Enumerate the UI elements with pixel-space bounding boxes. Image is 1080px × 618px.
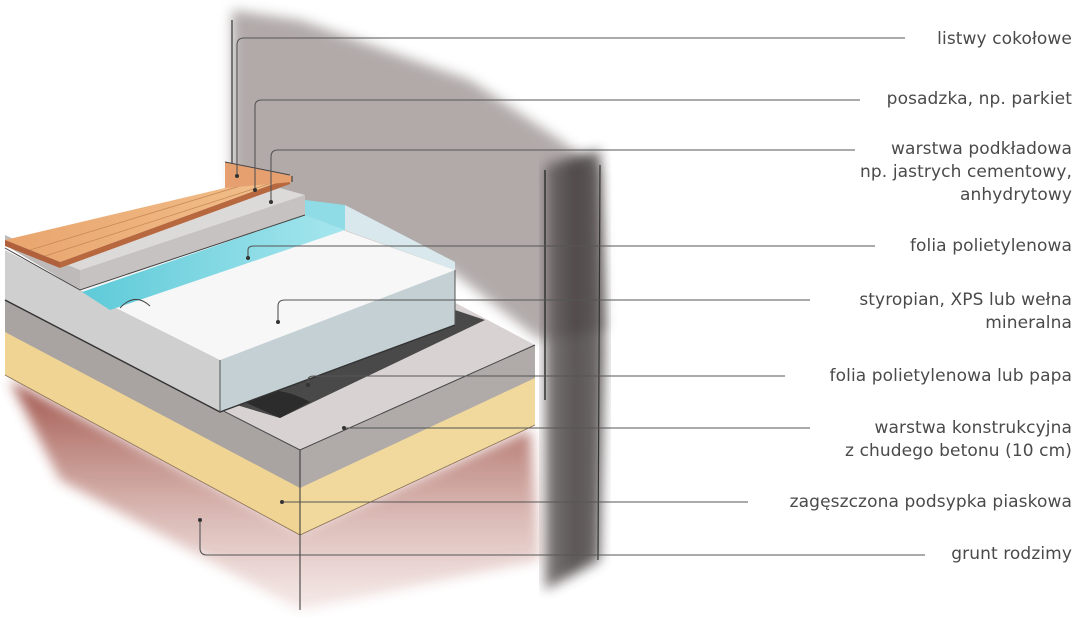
leader-dots [198,174,346,522]
parquet-layer [5,178,290,268]
side-wall [544,150,605,590]
leader-lines [199,37,925,556]
label-insulation: styropian, XPS lub wełna mineralna [859,290,1072,333]
label-native-soil: grunt rodzimy [951,544,1072,564]
pe-foil-layer [82,200,455,310]
label-pe-foil: folia polietylenowa [909,236,1072,256]
label-sand-bed: zagęszczona podsypka piaskowa [789,492,1072,512]
native-soil-layer [10,380,540,610]
back-wall [231,10,605,340]
insulation-layer [4,215,456,413]
skirting-board [224,161,293,188]
label-flooring: posadzka, np. parkiet [886,89,1072,109]
label-screed: warstwa podkładowa np. jastrych cementow… [860,139,1072,205]
label-damp-proofing: folia polietylenowa lub papa [829,366,1072,386]
label-lean-concrete: warstwa konstrukcyjna z chudego betonu (… [845,418,1072,461]
label-skirting: listwy cokołowe [937,29,1072,49]
